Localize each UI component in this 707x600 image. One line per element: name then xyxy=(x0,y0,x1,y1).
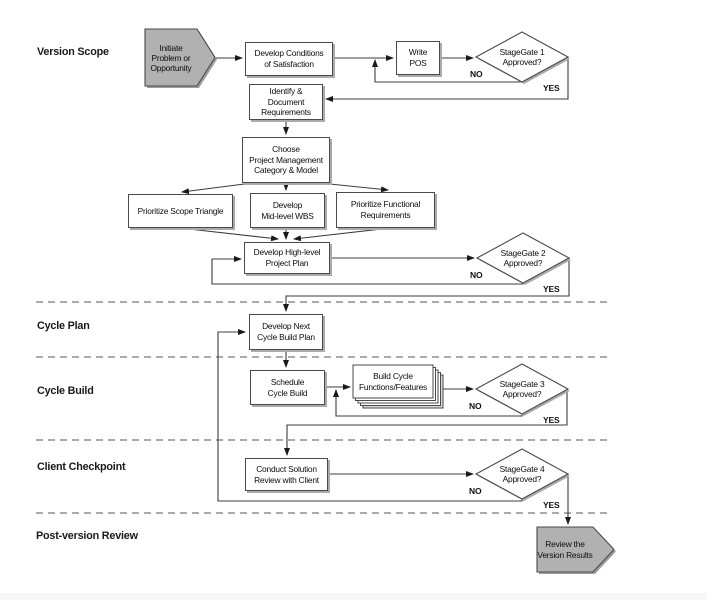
sg4-no-label: NO xyxy=(469,486,482,496)
node-write-pos: Write POS xyxy=(396,41,440,75)
phase-label-version-scope: Version Scope xyxy=(37,46,109,58)
sg3-no-label: NO xyxy=(469,401,482,411)
loop-sg1-no xyxy=(372,59,522,83)
diamond-stagegate1 xyxy=(474,31,570,84)
node-choose-pm-category: Choose Project Management Category & Mod… xyxy=(242,137,330,183)
pentagon-initiate xyxy=(144,28,217,88)
path-sg1-yes xyxy=(325,57,569,102)
node-prioritize-scope-triangle: Prioritize Scope Triangle xyxy=(128,194,233,228)
node-develop-next-cycle-plan: Develop Next Cycle Build Plan xyxy=(249,314,323,350)
node-conduct-solution-review: Conduct Solution Review with Client xyxy=(245,458,328,491)
sg3-yes-label: YES xyxy=(543,415,560,425)
node-schedule-cycle-build: Schedule Cycle Build xyxy=(250,370,325,405)
path-sg2-yes xyxy=(283,258,570,312)
node-develop-highlevel-plan: Develop High-level Project Plan xyxy=(244,242,330,274)
node-identify-requirements: Identify & Document Requirements xyxy=(249,84,323,120)
sg1-yes-label: YES xyxy=(543,83,560,93)
phase-label-post-version-review: Post-version Review xyxy=(36,530,138,542)
merge-scope-to-hlpp xyxy=(179,227,279,242)
pentagon-review-results xyxy=(536,526,616,574)
node-develop-midlevel-wbs: Develop Mid-level WBS xyxy=(250,193,325,228)
sg2-no-label: NO xyxy=(470,270,483,280)
merge-functional-to-hlpp xyxy=(293,227,391,242)
diamond-stagegate2 xyxy=(475,232,571,285)
loop-sg4-no-feedback xyxy=(217,329,523,502)
loop-sg3-no xyxy=(333,389,523,417)
fan-choose-to-scope-triangle xyxy=(181,182,253,195)
node-develop-conditions: Develop Conditions of Satisfaction xyxy=(245,42,333,76)
phase-label-cycle-build: Cycle Build xyxy=(37,385,94,397)
phase-label-cycle-plan: Cycle Plan xyxy=(37,320,90,332)
sg1-no-label: NO xyxy=(470,69,483,79)
fan-choose-to-functional xyxy=(319,182,389,193)
sg4-yes-label: YES xyxy=(543,500,560,510)
path-sg3-yes xyxy=(284,389,568,456)
diamond-stagegate3 xyxy=(474,363,570,416)
stack-build-cycle xyxy=(352,364,444,409)
diamond-stagegate4 xyxy=(474,448,570,501)
node-prioritize-functional-requirements: Prioritize Functional Requirements xyxy=(336,192,435,228)
sg2-yes-label: YES xyxy=(543,284,560,294)
bottom-margin xyxy=(0,593,707,600)
phase-label-client-checkpoint: Client Checkpoint xyxy=(37,461,126,473)
